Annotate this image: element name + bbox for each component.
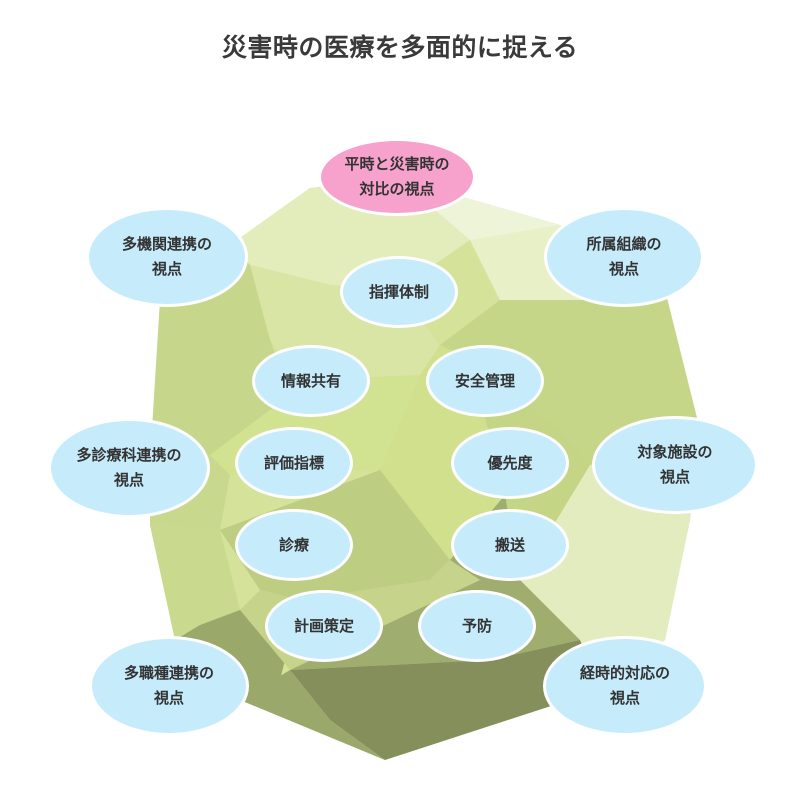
perspective-label-line2: 対比の視点 xyxy=(359,180,435,198)
perspective-label-line2: 視点 xyxy=(609,689,640,707)
topic-label: 評価指標 xyxy=(263,453,324,472)
topic-label: 情報共有 xyxy=(280,371,341,390)
topic-transport[interactable]: 搬送 xyxy=(451,509,569,581)
topic-label: 指揮体制 xyxy=(368,282,429,301)
perspective-label-line2: 視点 xyxy=(113,471,144,489)
topic-planning[interactable]: 計画策定 xyxy=(265,590,383,662)
topic-label: 安全管理 xyxy=(454,371,515,390)
perspective-label-line1: 多機関連携の xyxy=(121,235,212,253)
topic-label: 予防 xyxy=(461,616,492,635)
perspective-interdepartmental[interactable]: 多診療科連携の 視点 xyxy=(48,418,210,518)
perspective-label-line2: 視点 xyxy=(659,468,690,486)
perspective-label-line1: 多診療科連携の xyxy=(76,446,182,464)
topic-label: 優先度 xyxy=(487,453,533,472)
perspective-label-line1: 所属組織の xyxy=(586,235,662,253)
perspective-label-line1: 経時的対応の xyxy=(579,664,670,682)
topic-label: 計画策定 xyxy=(293,616,354,635)
perspective-label-line2: 視点 xyxy=(151,260,182,278)
perspective-interprofessional[interactable]: 多職種連携の 視点 xyxy=(89,636,249,736)
perspective-label-line2: 視点 xyxy=(608,260,639,278)
perspective-affiliated-organization[interactable]: 所属組織の 視点 xyxy=(544,207,704,307)
perspective-label-line2: 視点 xyxy=(153,689,184,707)
perspective-label-line1: 平時と災害時の xyxy=(344,155,450,173)
diagram-title: 災害時の医療を多面的に捉える xyxy=(221,33,579,62)
perspective-chronological-response[interactable]: 経時的対応の 視点 xyxy=(543,636,707,736)
topic-command-system[interactable]: 指揮体制 xyxy=(340,256,458,328)
topic-evaluation-indicators[interactable]: 評価指標 xyxy=(235,427,353,499)
perspective-label-line1: 多職種連携の xyxy=(123,664,214,682)
perspective-normal-vs-disaster[interactable]: 平時と災害時の 対比の視点 xyxy=(318,138,476,216)
perspective-target-facility[interactable]: 対象施設の 視点 xyxy=(592,416,758,514)
topic-priority[interactable]: 優先度 xyxy=(451,427,569,499)
topic-label: 搬送 xyxy=(494,535,525,554)
perspective-label-line1: 対象施設の xyxy=(637,443,713,461)
topic-treatment[interactable]: 診療 xyxy=(235,509,353,581)
topic-prevention[interactable]: 予防 xyxy=(418,590,536,662)
topic-label: 診療 xyxy=(278,535,309,554)
perspective-interagency[interactable]: 多機関連携の 視点 xyxy=(86,207,248,307)
topic-information-sharing[interactable]: 情報共有 xyxy=(252,345,370,417)
topic-safety-management[interactable]: 安全管理 xyxy=(426,345,544,417)
